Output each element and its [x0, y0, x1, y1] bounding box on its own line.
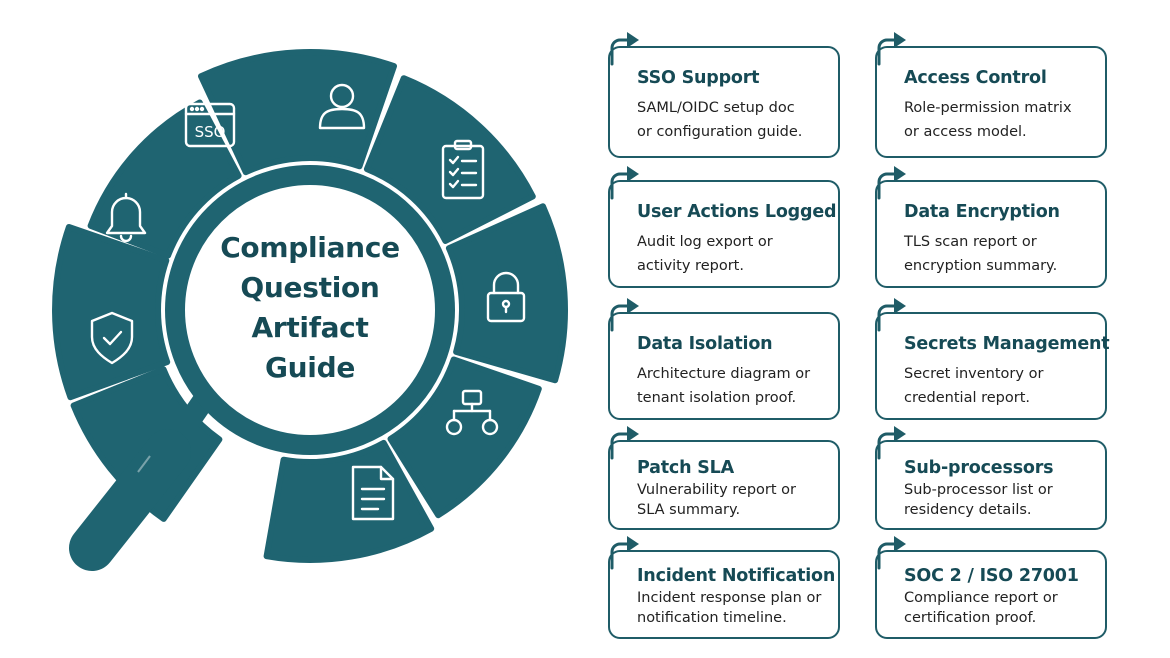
card-description: Architecture diagram or tenant isolation… [637, 362, 828, 410]
card-description-line: TLS scan report or [904, 234, 1037, 250]
ring-segment-network-hierarchy [387, 356, 542, 519]
card-description: Role-permission matrix or access model. [904, 96, 1095, 144]
browser-sso-icon: SSO [184, 102, 236, 148]
corner-arrow-icon [610, 298, 639, 332]
corner-arrow-icon [877, 32, 906, 66]
segment-ring [52, 49, 568, 563]
svg-text:SSO: SSO [195, 123, 226, 141]
hub-title: Compliance Question Artifact Guide [170, 228, 450, 388]
card-description: Vulnerability report or SLA summary. [637, 480, 828, 520]
card-sub-processors: Sub-processors Sub-processor list or res… [875, 426, 1107, 530]
corner-arrow-icon [877, 426, 906, 460]
card-description-line: Secret inventory or [904, 366, 1044, 382]
clipboard-checklist-icon [441, 139, 485, 200]
card-description: TLS scan report or encryption summary. [904, 230, 1095, 278]
card-title: Data Isolation [637, 334, 773, 354]
card-title: Data Encryption [904, 202, 1060, 222]
ring-segment-document [263, 439, 435, 563]
card-description-line: residency details. [904, 502, 1032, 518]
hub-title-line: Artifact [251, 311, 369, 344]
card-description: Incident response plan or notification t… [637, 588, 828, 628]
corner-arrow-icon [610, 426, 639, 460]
card-title: Incident Notification [637, 566, 836, 586]
hub-title-line: Compliance [220, 231, 400, 264]
card-description-line: or configuration guide. [637, 124, 803, 140]
corner-arrow-icon [610, 536, 639, 570]
card-description-line: activity report. [637, 258, 744, 274]
card-description-line: notification timeline. [637, 610, 787, 626]
card-description-line: encryption summary. [904, 258, 1058, 274]
card-patch-sla: Patch SLA Vulnerability report or SLA su… [608, 426, 840, 530]
card-title: Patch SLA [637, 458, 734, 478]
card-title: Access Control [904, 68, 1047, 88]
card-data-encryption: Data Encryption TLS scan report or encry… [875, 166, 1107, 288]
corner-arrow-icon [877, 298, 906, 332]
card-user-actions-logged: User Actions Logged Audit log export or … [608, 166, 840, 288]
card-description-line: Audit log export or [637, 234, 773, 250]
card-description: Audit log export or activity report. [637, 230, 828, 278]
document-icon [351, 465, 395, 521]
ring-segment-browser-sso [87, 99, 242, 259]
hub-title-line: Guide [264, 351, 356, 384]
card-description: SAML/OIDC setup doc or configuration gui… [637, 96, 828, 144]
corner-arrow-icon [610, 32, 639, 66]
card-description-line: Incident response plan or [637, 590, 822, 606]
lock-icon [486, 271, 526, 323]
card-title: SOC 2 / ISO 27001 [904, 566, 1079, 586]
card-title: SSO Support [637, 68, 760, 88]
card-data-isolation: Data Isolation Architecture diagram or t… [608, 298, 840, 420]
card-description: Sub-processor list or residency details. [904, 480, 1095, 520]
card-access-control: Access Control Role-permission matrix or… [875, 32, 1107, 158]
card-incident-notification: Incident Notification Incident response … [608, 536, 840, 639]
card-description-line: Vulnerability report or [637, 482, 797, 498]
card-description-line: Compliance report or [904, 590, 1058, 606]
card-description-line: SLA summary. [637, 502, 741, 518]
card-description-line: Sub-processor list or [904, 482, 1053, 498]
card-title: Sub-processors [904, 458, 1054, 478]
hub-title-line: Question [240, 271, 380, 304]
card-sso-support: SSO Support SAML/OIDC setup doc or confi… [608, 32, 840, 158]
magnifier-lens [165, 165, 455, 455]
card-description: Compliance report or certification proof… [904, 588, 1095, 628]
network-hierarchy-icon [445, 389, 499, 436]
card-description-line: Architecture diagram or [637, 366, 811, 382]
corner-arrow-icon [877, 166, 906, 200]
card-title: Secrets Management [904, 334, 1110, 354]
user-icon [318, 83, 366, 130]
card-description-line: Role-permission matrix [904, 100, 1072, 116]
card-title: User Actions Logged [637, 202, 837, 222]
card-description-line: credential report. [904, 390, 1030, 406]
bell-icon [105, 192, 147, 243]
card-description: Secret inventory or credential report. [904, 362, 1095, 410]
card-description-line: certification proof. [904, 610, 1037, 626]
shield-check-icon [90, 311, 134, 365]
corner-arrow-icon [610, 166, 639, 200]
ring-segment-user [198, 49, 397, 176]
card-description-line: or access model. [904, 124, 1027, 140]
corner-arrow-icon [877, 536, 906, 570]
card-description-line: tenant isolation proof. [637, 390, 797, 406]
card-soc2-iso27001: SOC 2 / ISO 27001 Compliance report or c… [875, 536, 1107, 639]
card-description-line: SAML/OIDC setup doc [637, 100, 795, 116]
card-secrets-management: Secrets Management Secret inventory or c… [875, 298, 1110, 420]
